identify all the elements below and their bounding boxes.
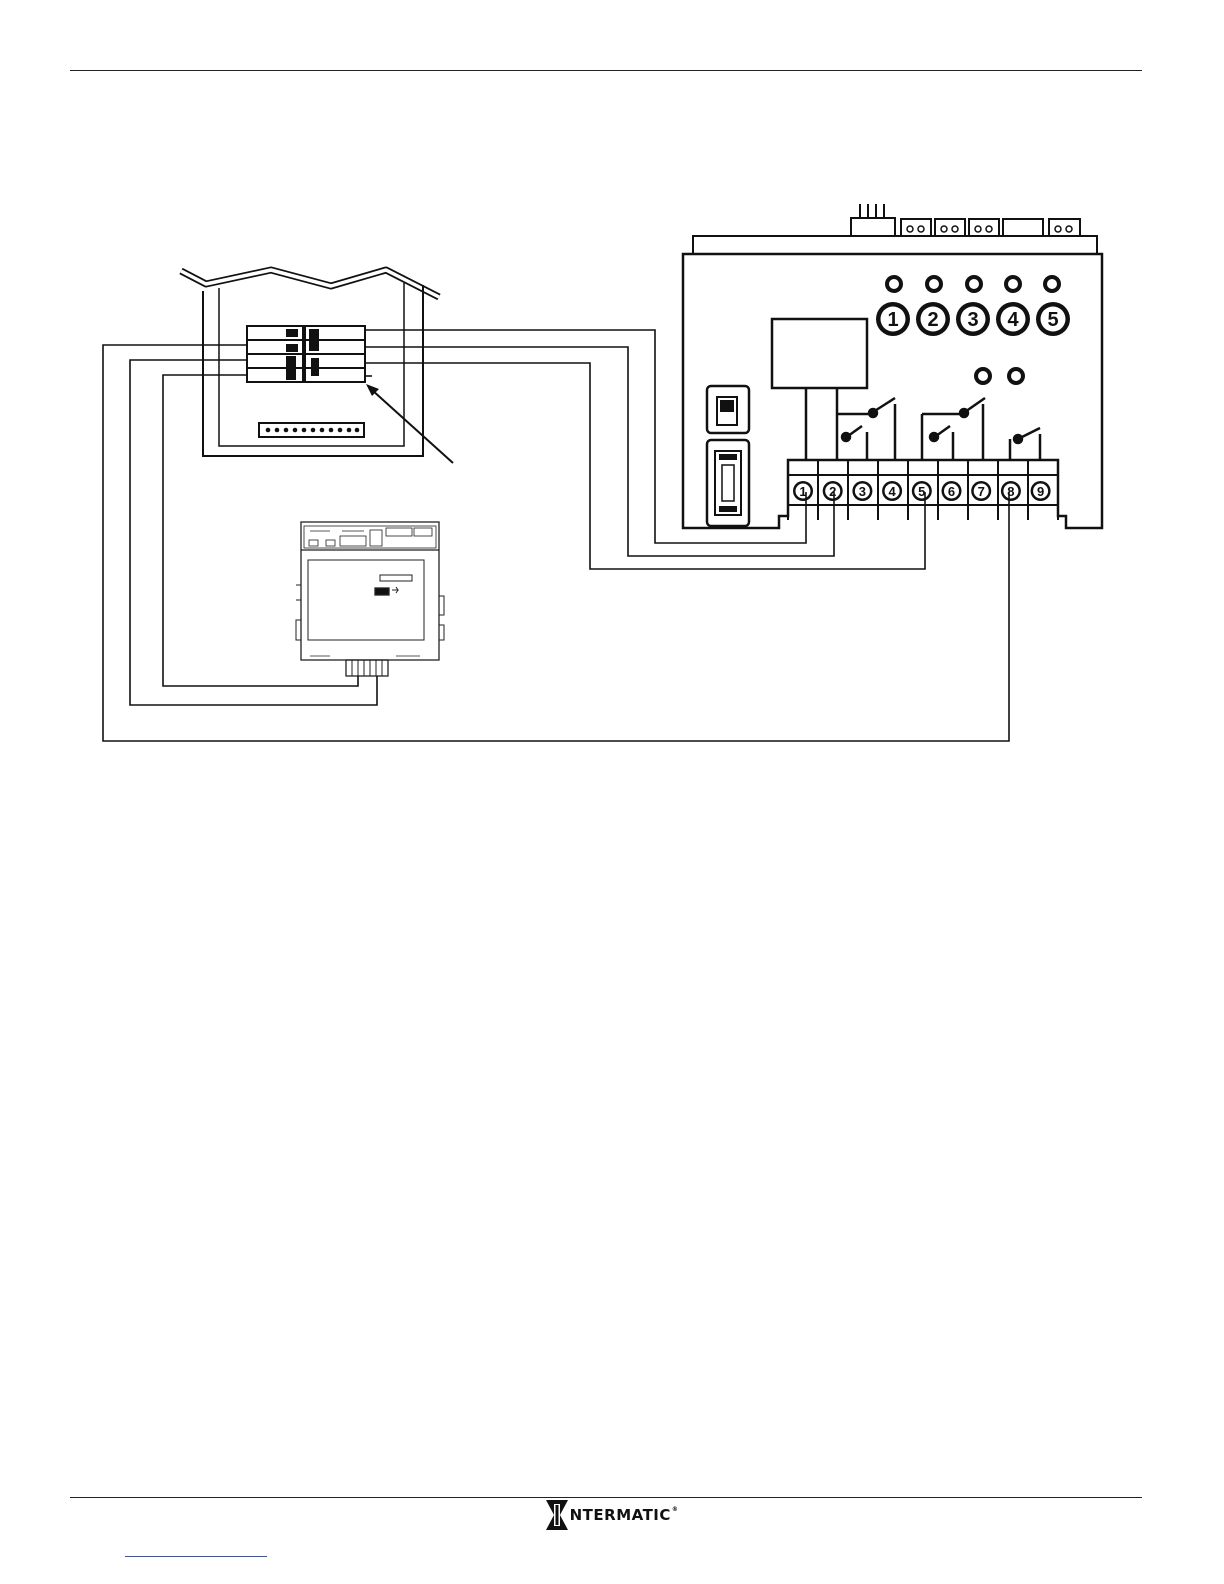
circuit-indicator-buttons: 1 2 3 4 5	[876, 302, 1070, 336]
terminal-7: 7	[971, 481, 991, 501]
terminal-6: 6	[942, 481, 962, 501]
circuit-button-label: 5	[1047, 309, 1058, 331]
circuit-breakers	[247, 326, 365, 382]
circuit-button-3: 3	[956, 302, 990, 336]
circuit-button-2: 2	[916, 302, 950, 336]
terminal-label: 4	[888, 484, 896, 499]
board-top-strip	[693, 236, 1097, 254]
control-module	[296, 522, 444, 676]
footer-link-underline[interactable]	[125, 1556, 267, 1557]
footer-logo: NTERMATIC®	[0, 1500, 1224, 1530]
wire-panel-to-module-1	[130, 360, 377, 705]
circuit-button-4: 4	[996, 302, 1030, 336]
wire-breaker-3-to-terminal-5	[365, 363, 925, 569]
intermatic-mark-icon	[546, 1500, 568, 1530]
circuit-button-label: 1	[887, 309, 898, 331]
wire-panel-to-terminal-8	[103, 345, 1009, 741]
terminal-3: 3	[852, 481, 872, 501]
circuit-button-label: 3	[967, 309, 978, 331]
terminal-8: 8	[1001, 481, 1021, 501]
top-connectors	[851, 204, 1080, 236]
terminal-5: 5	[912, 481, 932, 501]
wire-breaker-1-to-terminal-1	[365, 330, 806, 543]
terminal-9: 9	[1031, 481, 1051, 501]
circuit-button-label: 2	[927, 309, 938, 331]
relay-switches	[837, 398, 1040, 460]
footer-rule	[70, 1497, 1142, 1498]
terminal-label: 3	[859, 484, 866, 499]
circuit-button-label: 4	[1007, 309, 1019, 331]
terminal-4: 4	[882, 481, 902, 501]
terminal-block: 1 2 3 4 5 6 7 8 9	[793, 481, 1051, 501]
neutral-bus-bar	[259, 423, 364, 437]
terminal-label: 6	[948, 484, 955, 499]
terminal-1: 1	[793, 481, 813, 501]
wiring	[103, 330, 1009, 741]
fuse-and-switch	[707, 386, 749, 526]
wire-breaker-2-to-terminal-2	[365, 347, 834, 556]
wire-panel-to-module-2	[163, 375, 358, 686]
terminal-label: 9	[1037, 484, 1044, 499]
breaker-pointer-arrow	[366, 384, 453, 463]
terminal-label: 2	[829, 484, 836, 499]
brand-name: NTERMATIC®	[570, 1506, 679, 1524]
wiring-diagram: 1 2 3 4 5 6 7 8 9 1 2 3 4 5	[0, 0, 1224, 800]
circuit-button-5: 5	[1036, 302, 1070, 336]
terminal-label: 7	[978, 484, 985, 499]
terminal-2: 2	[823, 481, 843, 501]
intermatic-logo: NTERMATIC®	[546, 1500, 679, 1530]
controller-board: 1 2 3 4 5 6 7 8 9 1 2 3 4 5	[683, 204, 1102, 528]
circuit-button-1: 1	[876, 302, 910, 336]
relay-block	[772, 319, 867, 388]
